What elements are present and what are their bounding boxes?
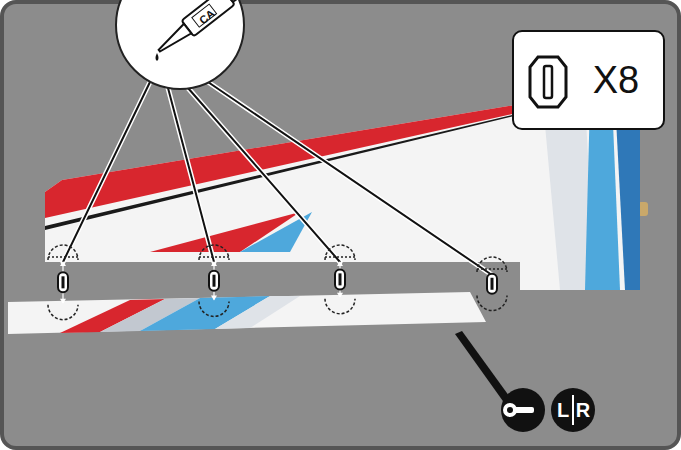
hinge-slots bbox=[48, 245, 507, 320]
node-label: X8 bbox=[593, 61, 639, 99]
parts-count-box: X8 bbox=[512, 30, 665, 130]
tool-icon bbox=[501, 388, 545, 432]
leader-lines bbox=[63, 82, 512, 404]
node-label: CA bbox=[197, 8, 216, 26]
node-label: R bbox=[576, 400, 590, 420]
aileron bbox=[8, 292, 486, 334]
node-label: L bbox=[557, 400, 569, 420]
left-right-badge: LR bbox=[551, 388, 595, 432]
glue-callout-circle: CA bbox=[115, 0, 245, 90]
